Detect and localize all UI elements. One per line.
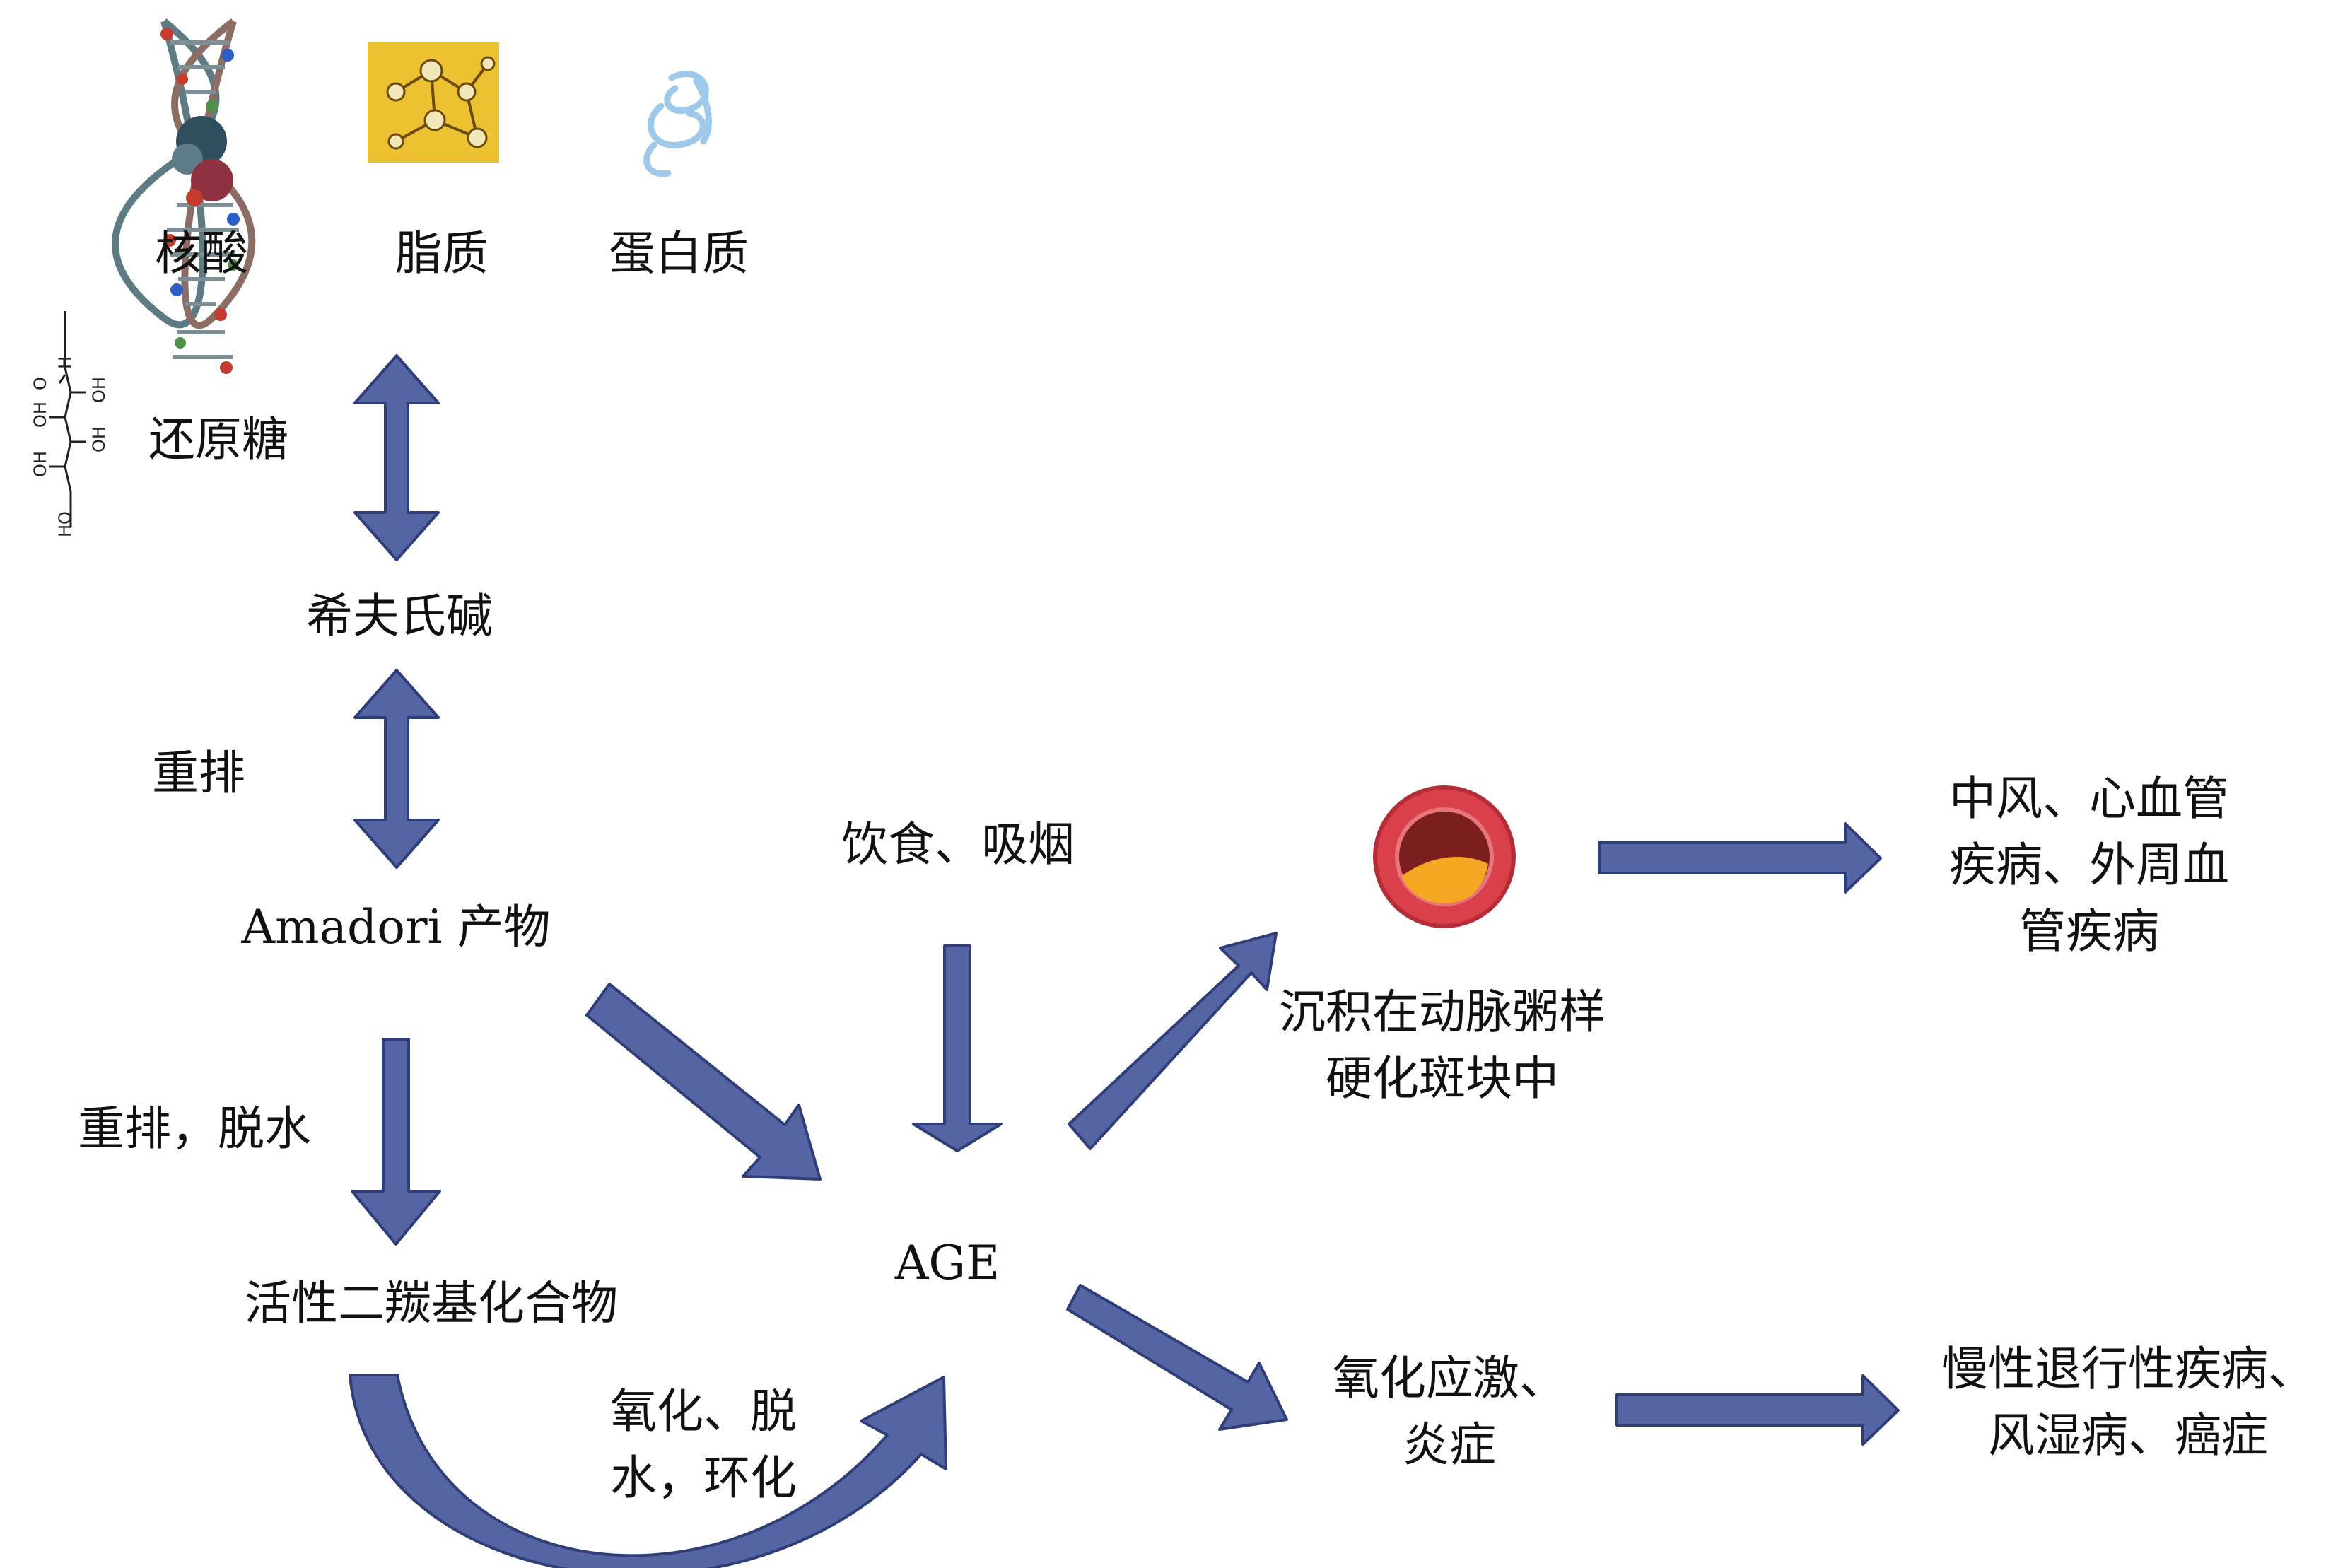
label-cardio-line-2: 疾病、外周血 <box>1949 838 2229 892</box>
label-rearrangement: 重排 <box>152 746 245 800</box>
lipid-molecule-icon <box>368 42 499 163</box>
arrow-stress-chronic <box>1615 1374 1900 1446</box>
aldehyde-h-label: H <box>55 356 75 369</box>
label-stress-line-2: 炎症 <box>1403 1417 1496 1472</box>
hydroxyl-label-2: OH <box>30 402 50 428</box>
glucose-atom-labels: H O OH OH OH OH HO <box>30 356 109 537</box>
arrow-schiff-amadori <box>353 669 440 869</box>
label-oxidation-line-2: 水，环化 <box>610 1451 797 1505</box>
label-schiff-base: 希夫氏碱 <box>306 589 493 643</box>
curved-arrow-dicarbonyl-age <box>349 1374 947 1568</box>
label-age: AGE <box>894 1236 1000 1290</box>
aldehyde-o-label: O <box>30 377 50 390</box>
label-lipid: 脂质 <box>395 226 489 281</box>
label-chronic-line-1: 慢性退行性疾病、 <box>1941 1342 2315 1396</box>
label-cardio-line-3: 管疾病 <box>2019 904 2159 959</box>
label-plaque-line-2: 硬化斑块中 <box>1326 1051 1559 1106</box>
hydroxyl-terminal-label: HO <box>55 511 75 537</box>
label-diet-smoking: 饮食、吸烟 <box>841 817 1075 872</box>
label-oxidation-cyclization: 氧化、脱 水，环化 <box>587 1379 820 1511</box>
label-oxidation-line-1: 氧化、脱 <box>610 1384 797 1439</box>
label-cardiovascular-outcomes: 中风、心血管 疾病、外周血 管疾病 <box>1909 766 2269 965</box>
label-chronic-line-2: 风湿病、癌症 <box>1988 1408 2268 1463</box>
hydroxyl-label-4: OH <box>30 451 50 477</box>
arrow-age-plaque <box>1068 932 1278 1150</box>
label-chronic-outcomes: 慢性退行性疾病、 风湿病、癌症 <box>1937 1336 2319 1469</box>
artery-plaque-icon <box>1373 785 1516 928</box>
label-dicarbonyl-compound: 活性二羰基化合物 <box>245 1276 618 1330</box>
glucose-structure-icon <box>49 311 86 527</box>
label-cardio-line-1: 中风、心血管 <box>1949 771 2229 826</box>
label-protein: 蛋白质 <box>609 226 749 281</box>
arrow-diet-age <box>912 944 1003 1152</box>
label-plaque-deposition: 沉积在动脉粥样 硬化斑块中 <box>1251 979 1633 1112</box>
label-stress-line-1: 氧化应激、 <box>1333 1351 1566 1405</box>
arrow-amadori-dicarbonyl <box>351 1038 441 1246</box>
arrow-age-stress <box>1066 1284 1288 1431</box>
protein-ribbon-icon <box>643 71 712 177</box>
label-plaque-line-1: 沉积在动脉粥样 <box>1279 985 1606 1039</box>
arrow-plaque-cardio <box>1598 822 1882 894</box>
hydroxyl-label-1: OH <box>89 377 109 403</box>
arrow-sources-schiff <box>353 354 440 561</box>
dna-helix-icon <box>112 18 256 374</box>
arrow-amadori-age <box>585 983 822 1181</box>
label-reducing-sugar: 还原糖 <box>148 412 288 467</box>
label-oxidative-stress: 氧化应激、 炎症 <box>1315 1345 1584 1478</box>
label-rearrangement-dehydration: 重排，脱水 <box>78 1101 311 1156</box>
label-nucleic-acid: 核酸 <box>155 226 248 281</box>
hydroxyl-label-3: OH <box>89 426 109 452</box>
label-amadori-product: Amadori 产物 <box>241 900 551 954</box>
